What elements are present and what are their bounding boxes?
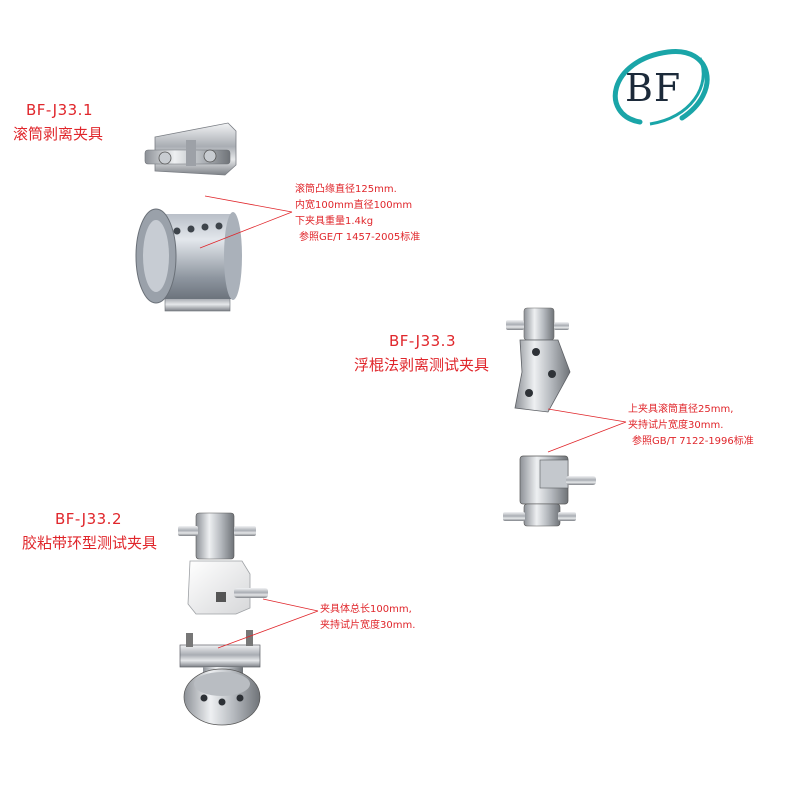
fixture-j332-lower xyxy=(179,630,261,726)
fixture-code: BF-J33.3 xyxy=(389,332,456,350)
fixture-code: BF-J33.1 xyxy=(26,101,93,119)
fixture-j331-upper-clamp xyxy=(144,122,237,176)
fixture-code: BF-J33.2 xyxy=(55,510,122,528)
fixture-j333-upper xyxy=(506,307,571,413)
fixture-name: 胶粘带环型测试夹具 xyxy=(22,534,158,552)
fixture-j331-drum xyxy=(135,208,242,312)
spec-line: 下夹具重量1.4kg xyxy=(295,216,374,227)
leader-lines xyxy=(199,195,627,649)
fixture-name: 滚筒剥离夹具 xyxy=(13,125,104,143)
fixture-name: 浮棍法剥离测试夹具 xyxy=(354,356,490,374)
spec-line: 夹持试片宽度30mm. xyxy=(320,620,416,631)
spec-line: 参照GE/T 1457-2005标准 xyxy=(299,232,421,243)
fixture-spec-notes: 夹具体总长100mm, 夹持试片宽度30mm. xyxy=(320,602,415,634)
spec-line: 夹具体总长100mm, xyxy=(320,604,412,615)
spec-line: 内宽100mm直径100mm xyxy=(295,200,413,211)
brand-logo: BF xyxy=(625,66,682,110)
spec-line: 参照GB/T 7122-1996标准 xyxy=(632,436,754,447)
spec-line: 夹持试片宽度30mm. xyxy=(628,420,724,431)
spec-line: 上夹具滚筒直径25mm, xyxy=(628,404,734,415)
fixture-j333-lower xyxy=(503,455,596,527)
spec-line: 滚筒凸缘直径125mm. xyxy=(295,184,397,195)
fixture-spec-notes: 滚筒凸缘直径125mm. 内宽100mm直径100mm 下夹具重量1.4kg 参… xyxy=(295,182,420,246)
logo-ring xyxy=(612,49,710,126)
fixture-j332-upper xyxy=(178,512,268,615)
fixture-spec-notes: 上夹具滚筒直径25mm, 夹持试片宽度30mm. 参照GB/T 7122-199… xyxy=(628,402,754,450)
